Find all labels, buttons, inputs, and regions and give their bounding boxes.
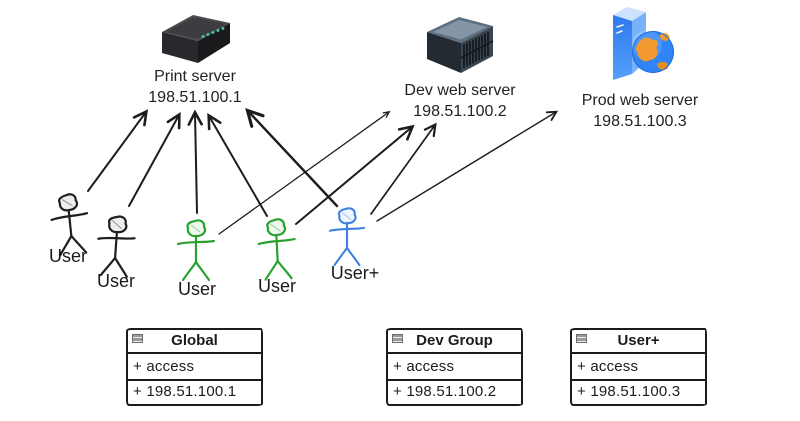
dev-web-server-ip: 198.51.100.2 <box>413 103 507 120</box>
user-3-label: User <box>177 279 216 299</box>
print-server-name: Print server <box>154 68 236 85</box>
group-box-dev-group: Dev Group + access + 198.51.100.2 <box>386 328 523 406</box>
arrow-user2-print <box>128 111 181 207</box>
class-icon <box>392 334 403 343</box>
print-server-icon <box>157 10 235 68</box>
group-header: Dev Group <box>388 330 521 354</box>
print-server-ip: 198.51.100.1 <box>148 89 242 106</box>
group-header: User+ <box>572 330 705 354</box>
arrow-user5-prod <box>376 110 559 222</box>
user-1-label: User <box>48 246 87 266</box>
arrow-user3-print <box>187 109 203 214</box>
group-title: User+ <box>617 332 660 349</box>
user-figure-3 <box>176 219 216 282</box>
group-title: Dev Group <box>416 332 493 349</box>
user-figure-5 <box>328 207 366 266</box>
arrow-user4-dev <box>295 124 415 225</box>
group-box-global: Global + access + 198.51.100.1 <box>126 328 263 406</box>
group-row: + access <box>388 354 521 381</box>
group-row: + access <box>128 354 261 381</box>
group-row: + 198.51.100.2 <box>393 383 497 400</box>
user-5-label: User+ <box>330 263 380 283</box>
class-icon <box>576 334 587 343</box>
group-row: + access <box>572 354 705 381</box>
group-row: + 198.51.100.1 <box>133 383 237 400</box>
dev-web-server-name: Dev web server <box>404 82 516 99</box>
prod-web-server-label: Prod web server 198.51.100.3 <box>555 90 725 132</box>
print-server-label: Print server 198.51.100.1 <box>110 66 280 108</box>
group-title: Global <box>171 332 218 349</box>
arrow-user5-dev <box>370 122 437 215</box>
group-box-user-plus: User+ + access + 198.51.100.3 <box>570 328 707 406</box>
class-icon <box>132 334 143 343</box>
user-2-label: User <box>96 271 135 291</box>
prod-web-server-name: Prod web server <box>581 92 699 109</box>
tower-server-globe-icon <box>600 2 680 82</box>
user-4-label: User <box>257 276 296 296</box>
arrow-user1-print <box>87 109 149 192</box>
group-row: + 198.51.100.3 <box>577 383 681 400</box>
rack-server-icon <box>421 12 499 76</box>
prod-web-server-ip: 198.51.100.3 <box>593 113 687 130</box>
arrow-user5-print <box>245 107 339 208</box>
arrow-user3-dev <box>218 110 391 235</box>
arrow-user4-print <box>207 113 268 217</box>
user-figure-4 <box>256 217 298 281</box>
group-header: Global <box>128 330 261 354</box>
dev-web-server-label: Dev web server 198.51.100.2 <box>375 80 545 122</box>
